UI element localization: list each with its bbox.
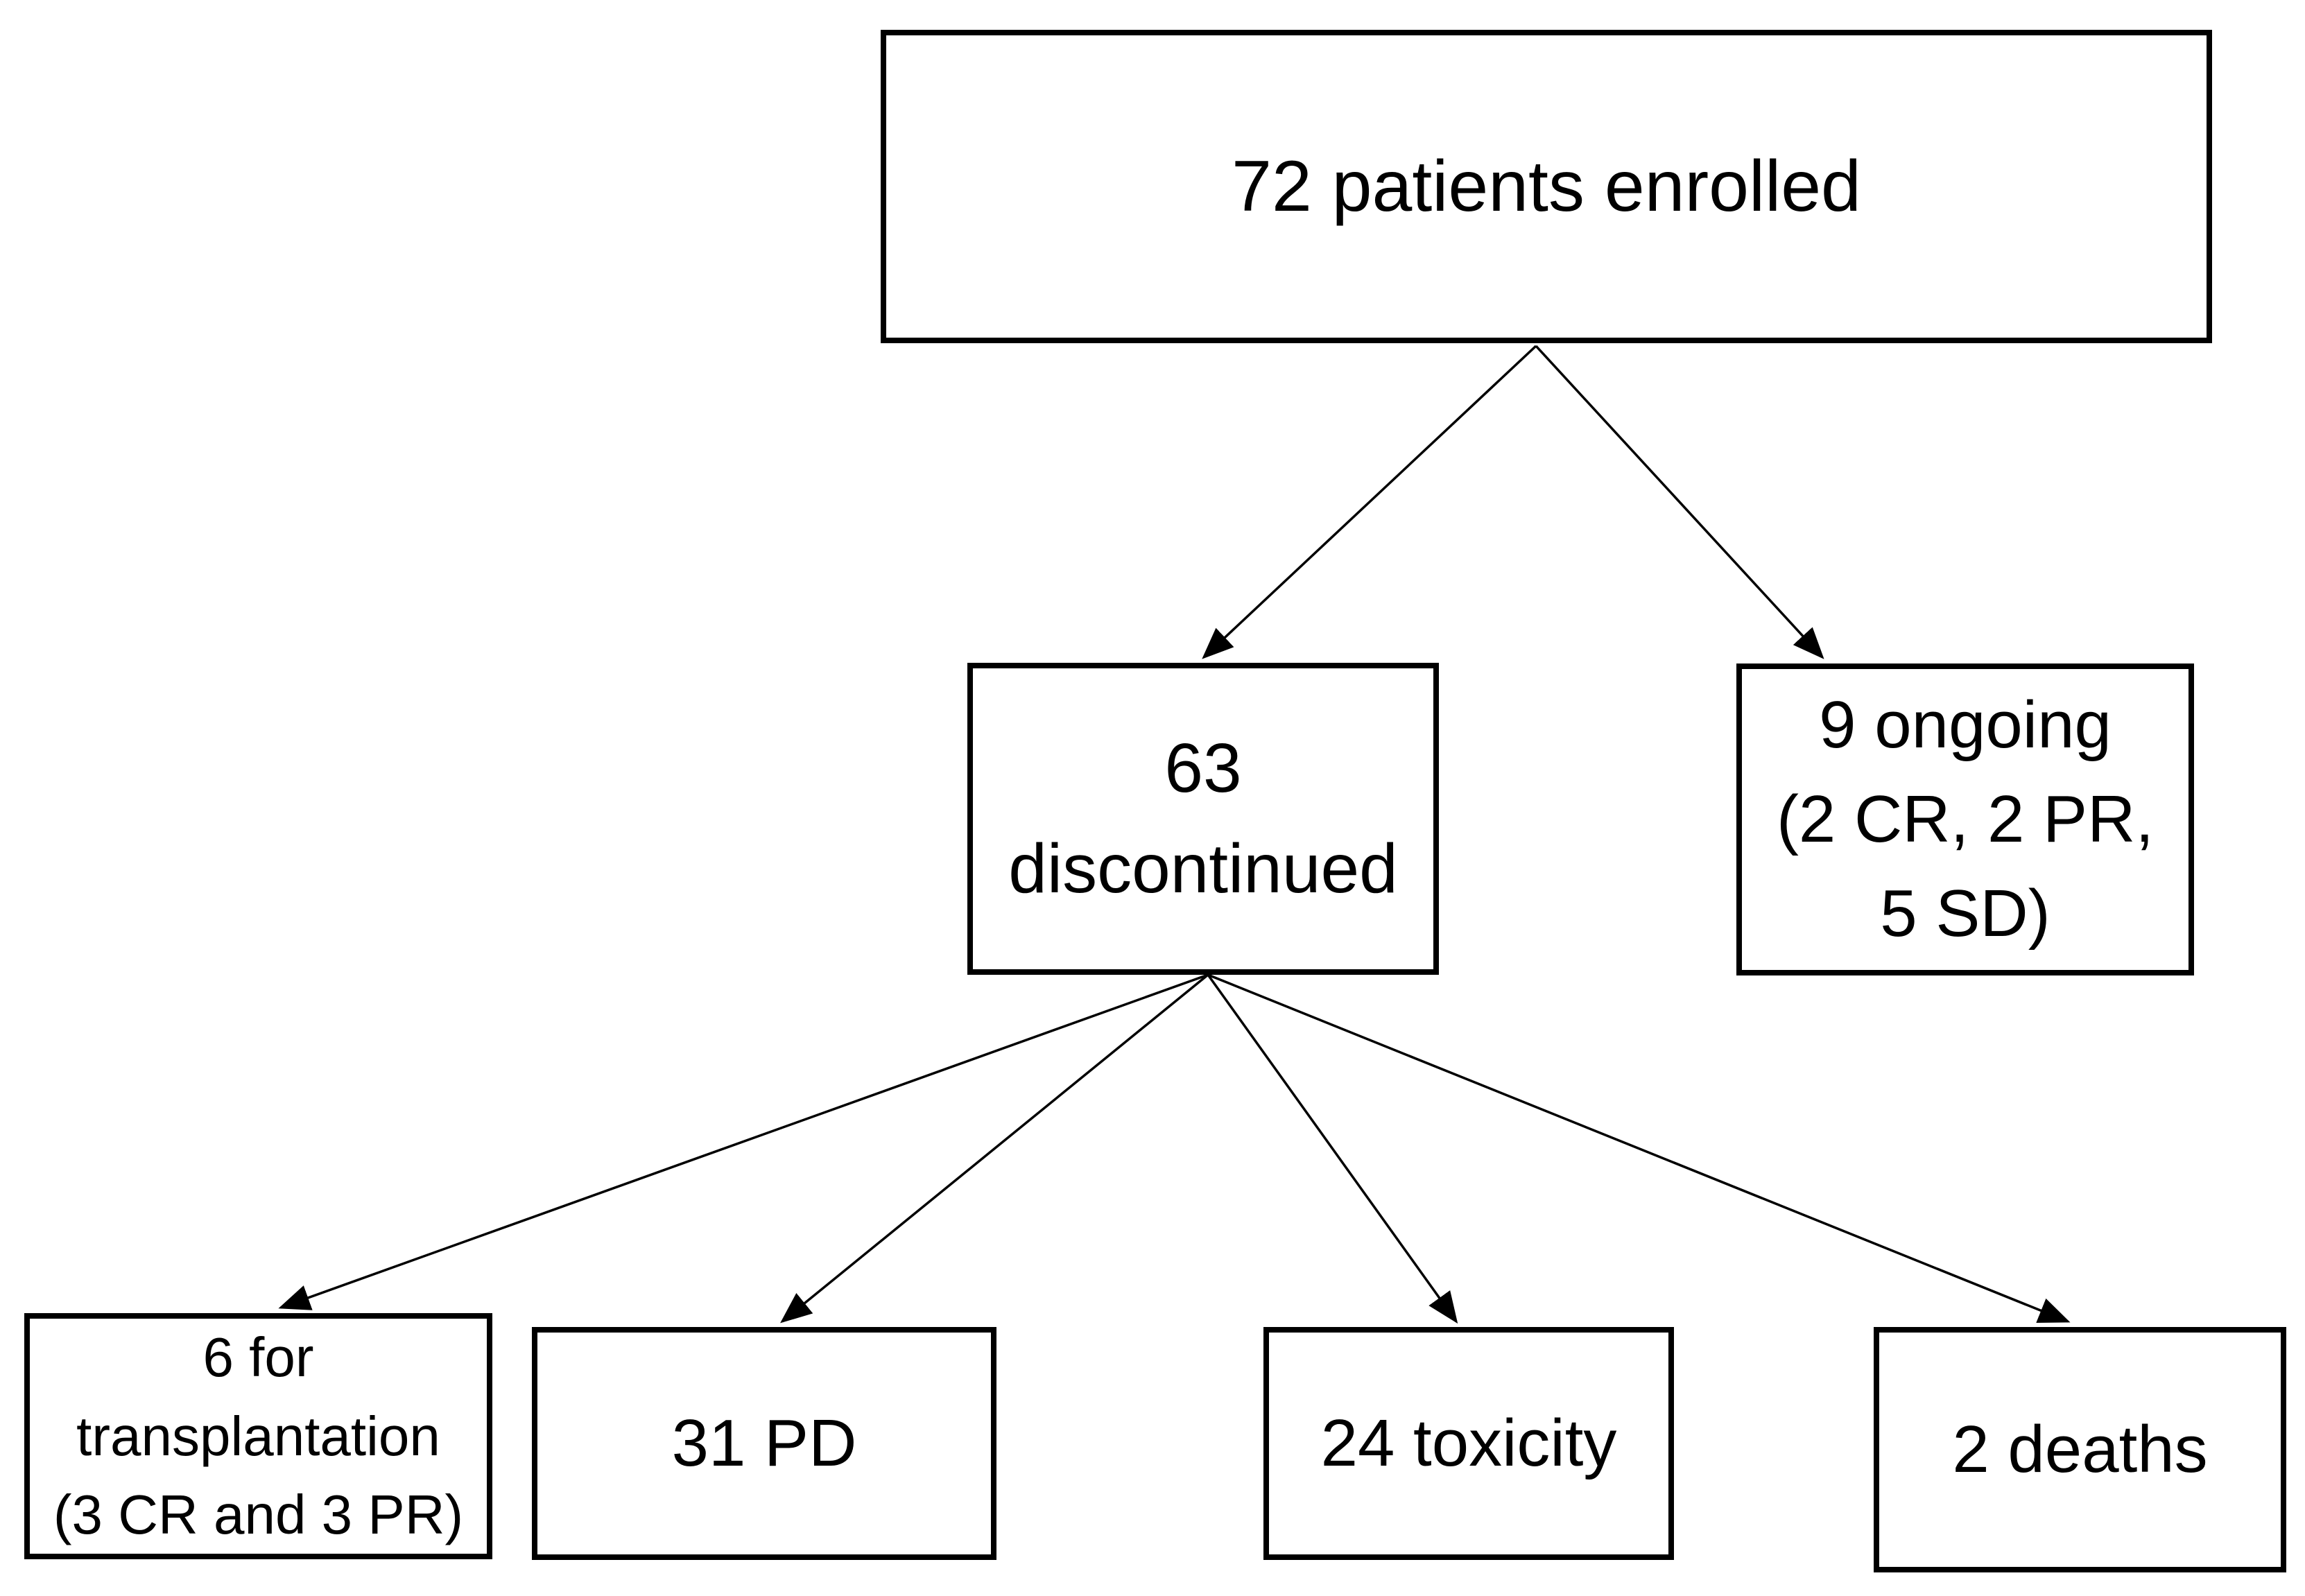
node-label-line: 6 for (202, 1326, 314, 1389)
node-label-line: discontinued (1008, 830, 1398, 908)
node-label-line: (2 CR, 2 PR, (1776, 781, 2155, 856)
node-label-line: 2 deaths (1952, 1412, 2208, 1486)
node-transplantation: 6 for transplantation (3 CR and 3 PR) (24, 1313, 492, 1559)
node-label-line: 63 (1164, 729, 1242, 807)
node-deaths: 2 deaths (1874, 1327, 2286, 1572)
arrow-discontinued-to-toxicity (1207, 973, 1458, 1324)
node-patients-enrolled: 72 patients enrolled (881, 30, 2212, 343)
node-toxicity: 24 toxicity (1263, 1327, 1674, 1560)
arrow-enrolled-to-discontinued (1202, 345, 1537, 659)
node-label-line: 72 patients enrolled (1232, 146, 1861, 227)
node-label-line: 24 toxicity (1320, 1405, 1617, 1480)
arrow-discontinued-to-transplantation (278, 973, 1209, 1310)
arrow-enrolled-to-ongoing (1535, 345, 1824, 659)
node-discontinued: 63 discontinued (967, 663, 1439, 975)
arrow-discontinued-to-pd (780, 973, 1209, 1324)
node-label-line: 31 PD (671, 1405, 857, 1480)
node-pd: 31 PD (532, 1327, 996, 1560)
node-ongoing: 9 ongoing (2 CR, 2 PR, 5 SD) (1736, 663, 2194, 975)
node-label-line: (3 CR and 3 PR) (53, 1484, 464, 1546)
node-label-line: 9 ongoing (1819, 687, 2112, 762)
node-label-line: transplantation (76, 1405, 440, 1467)
node-label-line: 5 SD) (1880, 876, 2051, 951)
arrow-discontinued-to-deaths (1207, 973, 2071, 1323)
